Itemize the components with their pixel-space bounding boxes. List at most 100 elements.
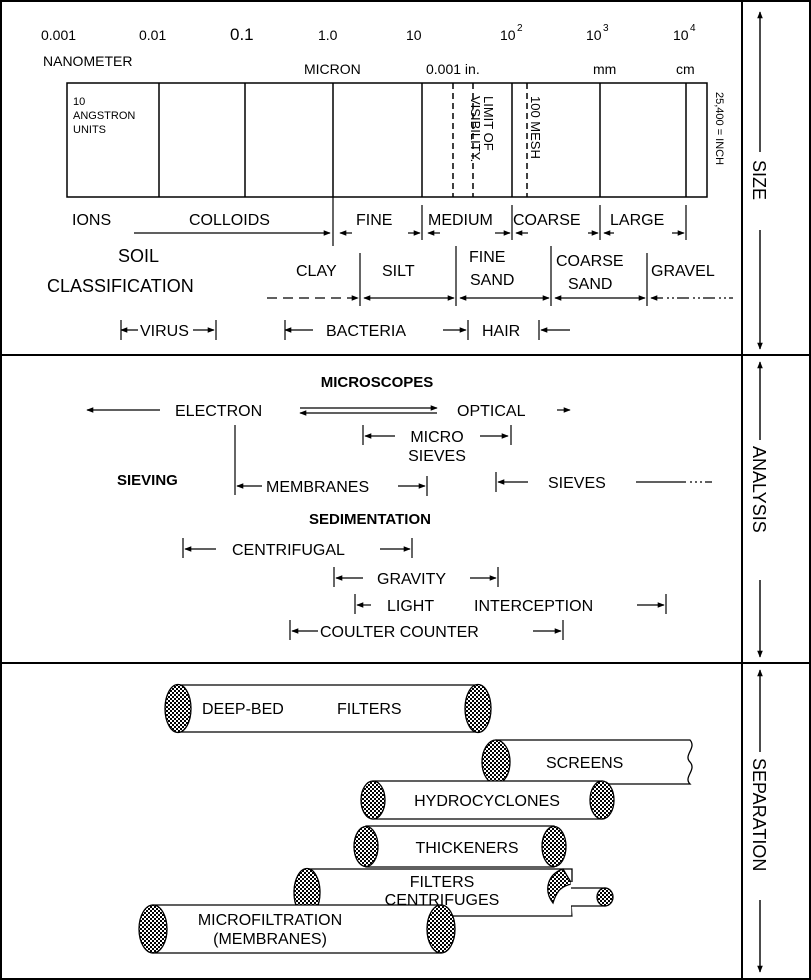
analysis-section: MICROSCOPES: [86, 374, 712, 641]
virus-label: VIRUS: [140, 323, 189, 340]
tube-end-cap: [426, 904, 456, 954]
optical-label: OPTICAL: [457, 403, 526, 420]
screens-tube: [481, 739, 693, 785]
hydrocyclones-tube: [360, 780, 615, 820]
unit-label: NANOMETER: [43, 53, 132, 69]
side-labels: SIZE ANALYSIS SEPARATION: [749, 160, 769, 871]
size-scale-ticks: 0.001 0.01 0.1 1.0 10 10 2 10 3 10 4: [41, 23, 696, 44]
tick-label: 10: [406, 27, 422, 43]
tube-body: [495, 739, 693, 785]
unit-label: mm: [593, 61, 616, 77]
tick-label: 0.01: [139, 27, 166, 43]
tick-label: 1.0: [318, 27, 338, 43]
tube-end-cap: [353, 825, 379, 868]
analysis-section-label: ANALYSIS: [749, 446, 769, 533]
soil-class-label: CLAY: [296, 263, 337, 280]
range-label: COLLOIDS: [189, 212, 270, 229]
centrifugal-label: CENTRIFUGAL: [232, 542, 345, 559]
thickeners-label: THICKENERS: [415, 840, 518, 857]
tube-end-cap: [481, 739, 511, 785]
angstrom-note: ANGSTRON: [73, 110, 135, 122]
unit-label: cm: [676, 61, 695, 77]
unit-label: 0.001 in.: [426, 61, 480, 77]
microfiltration-tube: [138, 904, 456, 954]
microfiltration-label: (MEMBRANES): [213, 931, 327, 948]
scale-box-notes: 10 ANGSTRON UNITS LIMIT OF VISIBILITY. 1…: [73, 92, 725, 165]
screens-label: SCREENS: [546, 755, 623, 772]
micro-sieves-label: SIEVES: [408, 448, 466, 465]
tube-end-cap: [589, 780, 615, 820]
hydrocyclones-label: HYDROCYCLONES: [414, 793, 560, 810]
angstrom-note: UNITS: [73, 124, 106, 136]
electron-label: ELECTRON: [175, 403, 262, 420]
size-units: NANOMETER MICRON 0.001 in. mm cm: [43, 53, 695, 77]
soil-class-label: SAND: [568, 276, 612, 293]
particle-examples: VIRUS BACTERIA HAIR: [120, 320, 570, 340]
soil-title: CLASSIFICATION: [47, 276, 194, 296]
filters-centrifuges-label: FILTERS: [410, 874, 475, 891]
range-label: MEDIUM: [428, 212, 493, 229]
torn-tube-end: [547, 868, 574, 905]
soil-title: SOIL: [118, 246, 159, 266]
soil-class-label: GRAVEL: [651, 263, 715, 280]
range-label: LARGE: [610, 212, 664, 229]
soil-class-label: FINE: [469, 249, 505, 266]
deep-bed-label: DEEP-BED: [202, 701, 284, 718]
deep-bed-filters-tube: [164, 683, 492, 734]
bacteria-label: BACTERIA: [326, 323, 406, 340]
tick-label: 0.1: [230, 25, 254, 44]
size-ranges: IONS COLLOIDS FINE MEDIUM COARSE LARGE: [72, 197, 687, 246]
tick-exponent: 4: [690, 23, 696, 34]
range-label: IONS: [72, 212, 111, 229]
separation-labels: DEEP-BED FILTERS SCREENS HYDROCYCLONES T…: [198, 701, 624, 948]
hair-label: HAIR: [482, 323, 520, 340]
sieving-heading: SIEVING: [117, 472, 178, 489]
coulter-counter-label: COULTER COUNTER: [320, 624, 479, 641]
tick-label: 0.001: [41, 27, 76, 43]
tick-exponent: 3: [603, 23, 609, 34]
tube-end-cap: [138, 904, 168, 954]
inch-note: 25,400 = INCH: [713, 92, 725, 165]
soil-class-label: COARSE: [556, 253, 624, 270]
sieves-label: SIEVES: [548, 475, 606, 492]
membranes-label: MEMBRANES: [266, 479, 369, 496]
tube-end-cap: [164, 683, 192, 734]
gravity-label: GRAVITY: [377, 571, 446, 588]
sedimentation-heading: SEDIMENTATION: [309, 511, 431, 528]
soil-class-label: SAND: [470, 272, 514, 289]
visibility-note: LIMIT OF: [481, 96, 496, 151]
scale-box-outline: [66, 82, 708, 198]
micro-sieves-label: MICRO: [410, 429, 463, 446]
filters-label: FILTERS: [337, 701, 402, 718]
scale-box: [66, 82, 708, 198]
range-label: FINE: [356, 212, 392, 229]
soil-class-label: SILT: [382, 263, 415, 280]
microscopes-heading: MICROSCOPES: [321, 374, 434, 391]
tube-end-cap: [464, 683, 492, 734]
unit-label: MICRON: [304, 61, 361, 77]
tick-label: 10: [673, 27, 689, 43]
visibility-note: VISIBILITY.: [468, 96, 483, 162]
tube-end-cap: [360, 780, 386, 820]
separation-section-label: SEPARATION: [749, 758, 769, 871]
light-label: LIGHT: [387, 598, 434, 615]
interception-label: INTERCEPTION: [474, 598, 593, 615]
microfiltration-label: MICROFILTRATION: [198, 912, 342, 929]
tick-exponent: 2: [517, 23, 523, 34]
separation-section: [138, 683, 693, 954]
tick-label: 10: [586, 27, 602, 43]
filters-centrifuges-label: CENTRIFUGES: [385, 892, 500, 909]
thickeners-tube: [353, 825, 567, 868]
range-label: COARSE: [513, 212, 581, 229]
mesh-note: 100 MESH: [528, 96, 543, 159]
tube-end-cap: [541, 825, 567, 868]
size-section-label: SIZE: [749, 160, 769, 200]
small-tube-end-cap: [596, 887, 614, 907]
angstrom-note: 10: [73, 96, 85, 108]
soil-classification: SOIL CLASSIFICATION CLAY SILT FINE SAND …: [47, 246, 733, 306]
tick-label: 10: [500, 27, 516, 43]
